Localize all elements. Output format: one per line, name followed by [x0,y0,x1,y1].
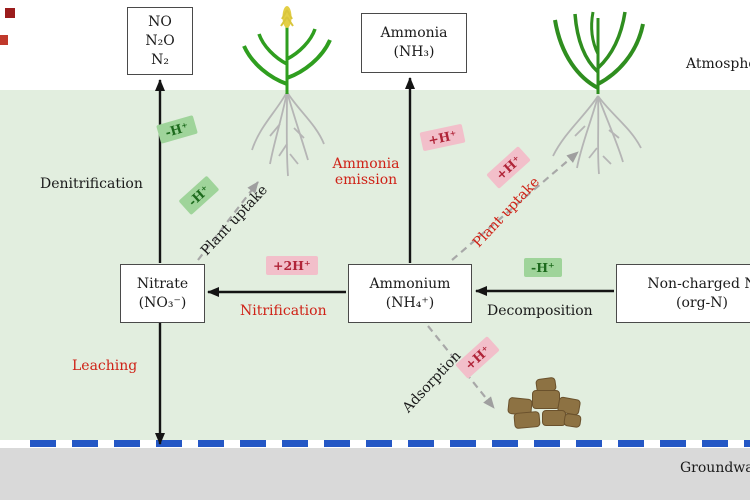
red-marker [0,35,8,45]
gas-n2o: N₂O [145,32,175,49]
left-plant-illustration [232,4,342,186]
grass-plant-icon [552,11,645,175]
decomposition-proton-badge: -H⁺ [524,258,562,277]
soil-clod [563,412,582,429]
nitrate-name: Nitrate [136,275,189,292]
ammonia-emission-line1: Ammonia [332,156,400,172]
red-marker [5,8,15,18]
soil-clod [542,410,566,426]
water-table-dashed-line [30,440,750,447]
right-plant-illustration [533,6,663,178]
organic-n-formula: (org-N) [676,294,728,311]
ammonium-name: Ammonium [369,275,451,292]
gas-no: NO [148,13,172,30]
plant-shoot [553,11,645,94]
soil-clod [532,390,560,409]
soil-aggregates-illustration [502,376,584,430]
ammonia-emission-label: Ammonia emission [330,156,402,188]
ammonia-name: Ammonia [380,25,448,41]
plant-shoot [242,6,332,94]
atmosphere-label: Atmosphere [686,56,750,72]
soil-clod [513,410,541,430]
gas-n2: N₂ [151,51,169,68]
leaching-label: Leaching [72,358,138,374]
organic-n-name: Non-charged N [647,275,750,292]
groundwater-label: Groundwater [680,460,750,476]
plant-roots [552,95,642,175]
organic-n-box: Non-charged N (org-N) [616,264,750,323]
ammonia-box: Ammonia (NH₃) [361,13,467,73]
nitrification-proton-badge: +2H⁺ [266,256,318,275]
nitrification-label: Nitrification [240,303,327,319]
denitrification-label: Denitrification [40,176,143,192]
corn-plant-icon [242,6,332,177]
nitrate-formula: (NO₃⁻) [138,294,187,311]
plant-roots [251,91,325,177]
nitrate-box: Nitrate (NO₃⁻) [120,264,205,323]
groundwater-region [0,448,750,500]
decomposition-label: Decomposition [487,303,593,319]
ammonium-formula: (NH₄⁺) [385,294,435,311]
ammonia-formula: (NH₃) [393,44,435,60]
ammonia-emission-line2: emission [334,172,398,188]
gases-box: NO N₂O N₂ [127,7,193,75]
ammonium-box: Ammonium (NH₄⁺) [348,264,472,323]
